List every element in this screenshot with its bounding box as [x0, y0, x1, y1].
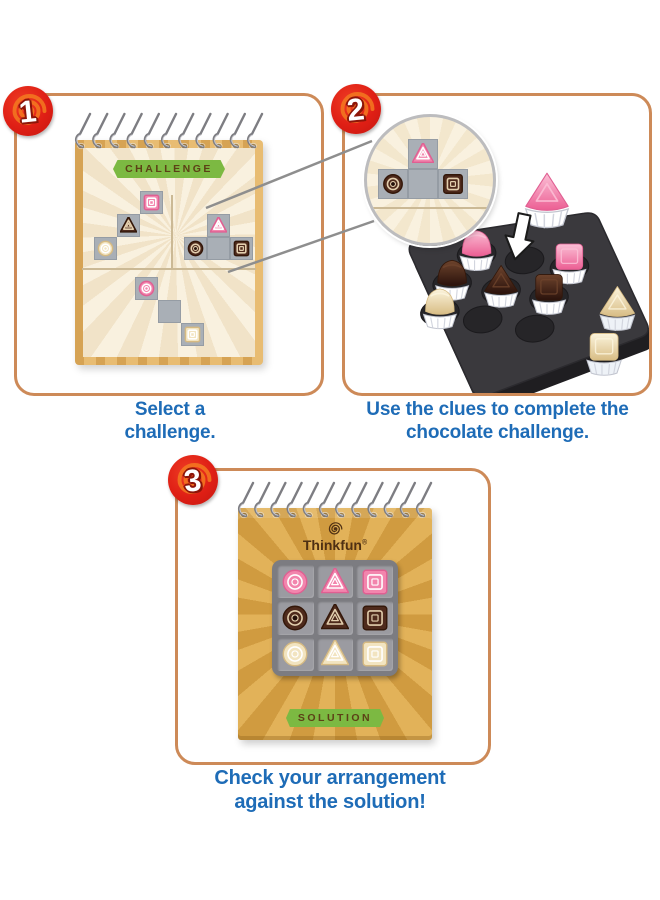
magnified-clue-cell: [408, 169, 438, 199]
solution-tray: [272, 560, 398, 676]
solution-cell-cream-square: [356, 637, 393, 671]
cream-square-icon: [184, 326, 201, 343]
pink-triangle-icon: [320, 567, 349, 593]
clue-magnifier: [364, 114, 496, 246]
solution-cell-pink-triangle: [316, 565, 354, 599]
solution-banner: SOLUTION: [286, 709, 384, 727]
clue-top-right-cell: [230, 237, 253, 260]
placement-arrow: [504, 212, 535, 261]
cream-circle-icon: [282, 641, 308, 667]
magnified-clue-cell: [378, 169, 408, 199]
dark-circle-icon: [187, 240, 204, 257]
spiral-binding: [238, 481, 433, 519]
step2-caption: Use the clues to complete the chocolate …: [366, 399, 629, 443]
chocolate-tray-scene: [408, 172, 649, 393]
step1-panel: CHALLENGE: [14, 93, 324, 396]
step3-caption: Check your arrangement against the solut…: [214, 767, 446, 813]
cream-square-icon: [362, 641, 388, 667]
step3-panel: Thinkfun® SOLUTION: [175, 468, 491, 765]
step2-badge: 2: [331, 84, 381, 134]
pink-triangle-icon: [412, 143, 434, 164]
step3-number: 3: [182, 461, 204, 499]
chocolate-cream-triangle: [599, 285, 636, 331]
tray-well: [462, 305, 503, 334]
clue-bottom-cell: [181, 323, 204, 346]
clue-top-left-cell: [140, 191, 163, 214]
cream-circle-icon: [97, 240, 114, 257]
tray-well: [514, 314, 555, 343]
thinkfun-logo: Thinkfun®: [238, 521, 432, 552]
pink-triangle-icon: [210, 217, 227, 233]
chocolate-pink-circle: [459, 230, 494, 272]
magnified-clue-cell: [408, 139, 438, 169]
solution-cell-cream-triangle: [316, 637, 354, 671]
challenge-banner: CHALLENGE: [113, 160, 225, 178]
solution-cell-pink-circle: [277, 565, 314, 599]
chocolate-cream-square: [586, 333, 623, 376]
step3-badge: 3: [168, 455, 218, 505]
chocolate-dark-triangle: [483, 265, 519, 308]
clue-top-left-cell: [94, 237, 117, 260]
clue-divider-horizontal: [82, 268, 256, 270]
solution-notepad: Thinkfun® SOLUTION: [238, 508, 432, 740]
dark-square-icon: [233, 240, 250, 257]
dark-square-icon: [362, 605, 388, 631]
challenge-notepad: CHALLENGE: [75, 140, 263, 365]
spiral-binding: [75, 112, 264, 150]
magnified-clue-cell: [438, 169, 468, 199]
clue-bottom-cell: [158, 300, 181, 323]
magnifier-divider-line: [367, 207, 493, 209]
dark-square-icon: [443, 174, 463, 194]
clue-bottom-cell: [135, 277, 158, 300]
chocolate-dark-circle: [434, 259, 470, 301]
pink-circle-icon: [138, 280, 155, 297]
step1-caption: Select a challenge.: [124, 399, 216, 443]
clue-top-left-cell: [117, 214, 140, 237]
step2-number: 2: [345, 90, 367, 128]
clue-top-right-cell: [207, 237, 230, 260]
cream-triangle-icon: [320, 640, 349, 666]
swirl-icon: [340, 92, 375, 123]
clue-top-right-cell: [207, 214, 230, 237]
pink-square-icon: [143, 194, 160, 211]
dark-circle-icon: [282, 605, 308, 631]
solution-cell-dark-square: [356, 601, 393, 635]
solution-cell-dark-triangle: [316, 601, 354, 635]
pink-circle-icon: [282, 569, 308, 595]
chocolate-dark-square: [531, 274, 567, 315]
swirl-icon: [12, 94, 47, 125]
thinkfun-logo-text: Thinkfun®: [302, 537, 368, 553]
clue-divider-vertical: [171, 195, 173, 269]
thinkfun-swirl-icon: [328, 522, 343, 535]
swirl-icon: [177, 463, 212, 494]
dark-circle-icon: [383, 174, 403, 194]
dark-triangle-icon: [120, 217, 137, 233]
chocolate-cream-circle: [422, 288, 457, 330]
pink-square-icon: [362, 569, 388, 595]
chocolate-pink-triangle: [524, 172, 570, 229]
step1-badge: 1: [3, 86, 53, 136]
clue-top-right-cell: [184, 237, 207, 260]
solution-cell-dark-circle: [277, 601, 314, 635]
step2-panel: [342, 93, 652, 396]
dark-triangle-icon: [320, 603, 349, 630]
solution-cell-cream-circle: [277, 637, 314, 671]
solution-cell-pink-square: [356, 565, 393, 599]
step1-number: 1: [17, 92, 39, 130]
